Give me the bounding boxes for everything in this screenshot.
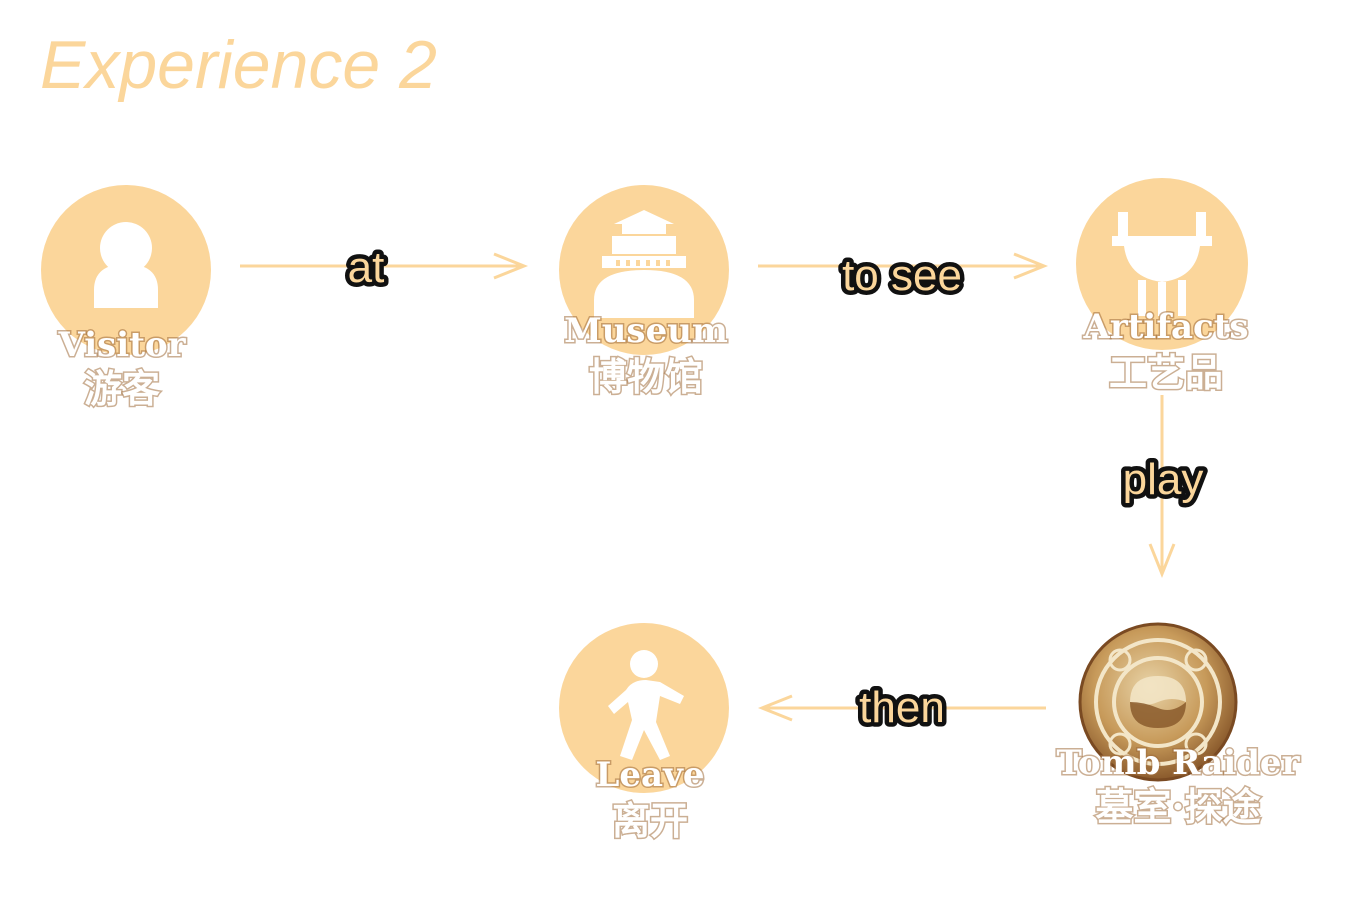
museum-building-icon [594, 210, 694, 318]
node-tomb-raider: Tomb Raider 墓室·探途 [1055, 622, 1302, 831]
node-label-en: Visitor [57, 325, 186, 365]
node-label-en: Tomb Raider [1057, 743, 1301, 783]
edge-label-to-see: to see [842, 251, 962, 300]
node-label-zh: 墓室·探途 [1095, 784, 1260, 829]
edge-label-play: play [1123, 455, 1204, 504]
node-label-en: Leave [596, 755, 705, 795]
page-title: Experience 2 [40, 27, 437, 103]
jade-disc-icon [1078, 622, 1238, 782]
node-label-zh: 工艺品 [1109, 350, 1223, 395]
node-label-zh: 离开 [612, 798, 688, 843]
edge-then [757, 694, 1046, 722]
walking-person-icon [608, 650, 684, 760]
bronze-ding-icon [1112, 212, 1212, 316]
node-label-en: Museum [564, 311, 728, 351]
edge-play [1148, 395, 1176, 579]
person-icon [94, 222, 158, 308]
node-visitor: Visitor 游客 [41, 185, 211, 413]
edge-at [240, 252, 529, 280]
node-label-en: Artifacts [1082, 307, 1248, 347]
node-label-zh: 博物馆 [589, 354, 703, 399]
edge-label-then: then [859, 683, 945, 732]
node-leave: Leave 离开 [559, 623, 729, 845]
node-artifacts: Artifacts 工艺品 [1076, 178, 1250, 397]
edge-to-see [758, 252, 1049, 280]
node-label-zh: 游客 [84, 366, 160, 411]
edge-label-at: at [348, 243, 385, 292]
node-museum: Museum 博物馆 [559, 185, 729, 401]
